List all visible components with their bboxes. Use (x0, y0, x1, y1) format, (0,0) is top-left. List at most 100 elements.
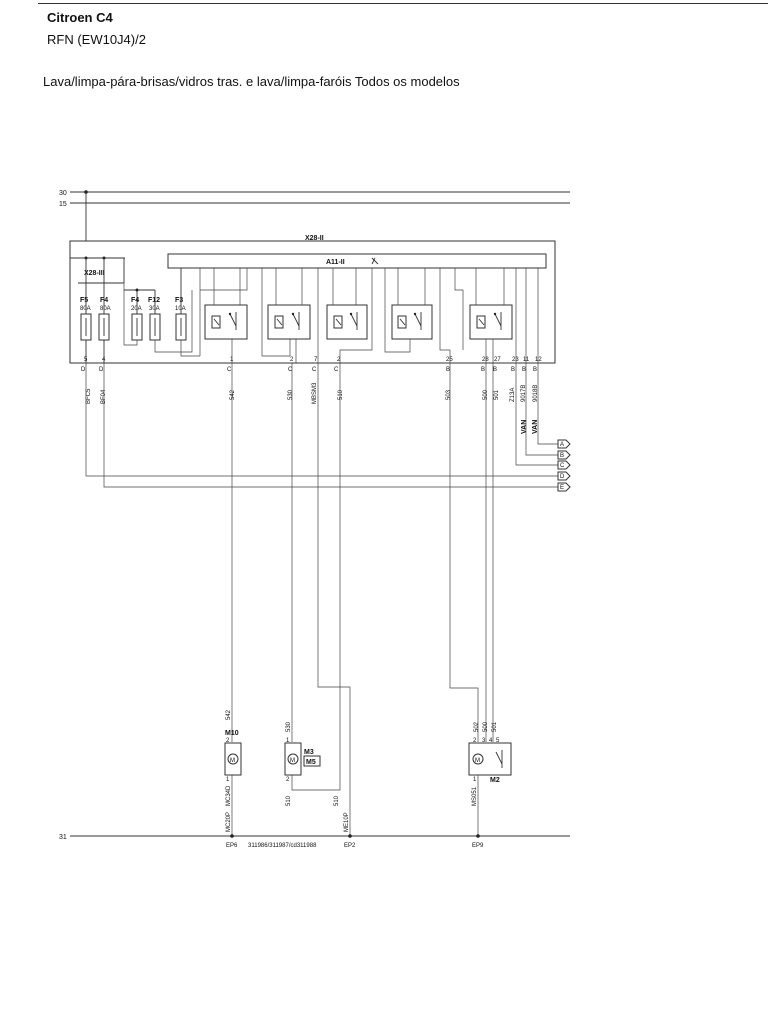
svg-text:80A: 80A (80, 306, 91, 312)
svg-text:510: 510 (286, 795, 292, 806)
fuse-route-a (123, 268, 138, 346)
engine-subtitle: RFN (EW10J4)/2 (47, 32, 146, 47)
arrow-c: C (557, 460, 571, 470)
svg-text:1: 1 (286, 738, 290, 744)
ground-ep6: EP6 (226, 843, 238, 849)
svg-text:M: M (230, 758, 235, 764)
rail-30-label: 30 (59, 190, 67, 197)
svg-text:E: E (560, 485, 564, 491)
svg-text:M: M (290, 758, 295, 764)
svg-text:500: 500 (483, 721, 489, 732)
svg-text:5: 5 (496, 738, 500, 744)
fuse-group: F5 80A F4 80A F4 20A F12 30A (80, 268, 187, 363)
page-title: Citroen C4 (47, 10, 113, 25)
rail-15: 15 (59, 201, 570, 208)
pin-label: 25 (446, 357, 453, 363)
svg-text:D: D (560, 474, 565, 480)
svg-text:501: 501 (492, 721, 498, 732)
svg-text:C: C (560, 463, 565, 469)
a11-ii-label: A11-II (326, 259, 345, 266)
wire-label: 503 (446, 389, 452, 400)
ground-points: EP6 311986/311987/cd311988 EP2 EP9 (226, 843, 484, 849)
arrow-b: B (557, 450, 571, 460)
fuse-route-b (154, 290, 193, 353)
pin-label: 27 (494, 357, 501, 363)
arrow-a: A (557, 439, 571, 449)
relay-1 (204, 304, 248, 340)
reference-code: 311986/311987/cd311988 (248, 843, 317, 849)
wire-label: 501 (494, 389, 500, 400)
svg-text:20A: 20A (131, 306, 142, 312)
internal-wiring (199, 268, 539, 363)
svg-text:1: 1 (226, 777, 230, 783)
arrow-e: E (557, 482, 571, 492)
motor-m10: 542 M10 2 M 1 MC34D MC20P (224, 709, 242, 836)
connector-label: C (288, 367, 293, 373)
ground-ep2: EP2 (344, 843, 356, 849)
svg-text:2: 2 (473, 738, 477, 744)
fuse-f12: F12 30A (148, 290, 161, 341)
svg-text:1: 1 (473, 777, 477, 783)
svg-text:M: M (475, 758, 480, 764)
m2-label: M2 (490, 777, 500, 784)
svg-text:F4: F4 (131, 297, 139, 304)
external-wiring (85, 363, 558, 488)
svg-text:ME10P: ME10P (344, 812, 350, 832)
rail-31-label: 31 (59, 834, 67, 841)
svg-text:F12: F12 (148, 297, 160, 304)
relay-5 (469, 304, 513, 340)
pin-label: 1 (230, 357, 234, 363)
x28-ii-label: X28-II (305, 235, 324, 242)
off-page-connectors: A B C D E (557, 439, 571, 492)
fuse-f3: F3 10A (175, 268, 187, 341)
svg-text:MC20P: MC20P (226, 812, 232, 832)
wire-label: 510 (338, 389, 344, 400)
svg-text:A: A (560, 442, 564, 448)
m3-label: M3 (304, 749, 314, 756)
svg-text:502: 502 (474, 721, 480, 732)
motor-m2: 502 500 501 2 3 4 5 M M2 1 MS051 (468, 721, 512, 836)
svg-text:542: 542 (226, 709, 232, 720)
motor-feeds (231, 363, 494, 836)
top-rule (38, 3, 768, 4)
fuse-f4-80a: F4 80A (98, 283, 111, 363)
wire-label: 9018B (533, 385, 539, 402)
wire-label: 542 (230, 389, 236, 400)
pin-label: 12 (535, 357, 542, 363)
connector-label: B (493, 367, 497, 373)
motor-m3: 530 1 M M3 M5 2 510 510 ME10P (284, 700, 350, 832)
rail-30: 30 (59, 190, 570, 197)
svg-text:510: 510 (334, 795, 340, 806)
pin-label: 5 (84, 357, 88, 363)
fuse-route-c (180, 340, 200, 357)
wire-label: MBSM3 (312, 382, 318, 404)
svg-text:2: 2 (226, 738, 230, 744)
wire-label: 9017B (521, 385, 527, 402)
svg-text:530: 530 (286, 721, 292, 732)
wire-labels: BFC5 BF04 542 530 MBSM3 510 503 500 501 … (86, 382, 539, 434)
pin-label: 4 (102, 357, 106, 363)
connector-label: B (446, 367, 450, 373)
rail-31: 31 (59, 834, 570, 841)
connector-label: D (99, 367, 104, 373)
svg-text:MS051: MS051 (472, 786, 478, 806)
relay-2 (267, 304, 311, 340)
svg-text:80A: 80A (100, 306, 111, 312)
svg-text:MC34D: MC34D (226, 785, 232, 806)
relay-4 (391, 304, 433, 340)
relays (204, 304, 513, 340)
connector-label: B (481, 367, 485, 373)
fuse-f4-20a: F4 20A (131, 290, 143, 341)
x28-iii-label: X28-III (84, 270, 105, 277)
connector-label: B (533, 367, 537, 373)
x28-iii-section: X28-III (70, 256, 125, 284)
m10-label: M10 (225, 730, 239, 737)
pin-label: 7 (314, 357, 318, 363)
pin-label: 23 (512, 357, 519, 363)
connector-label: B (522, 367, 526, 373)
wire-label: BFC5 (86, 388, 92, 404)
connector-label: B (511, 367, 515, 373)
svg-text:3: 3 (482, 738, 486, 744)
pin-label: 28 (482, 357, 489, 363)
